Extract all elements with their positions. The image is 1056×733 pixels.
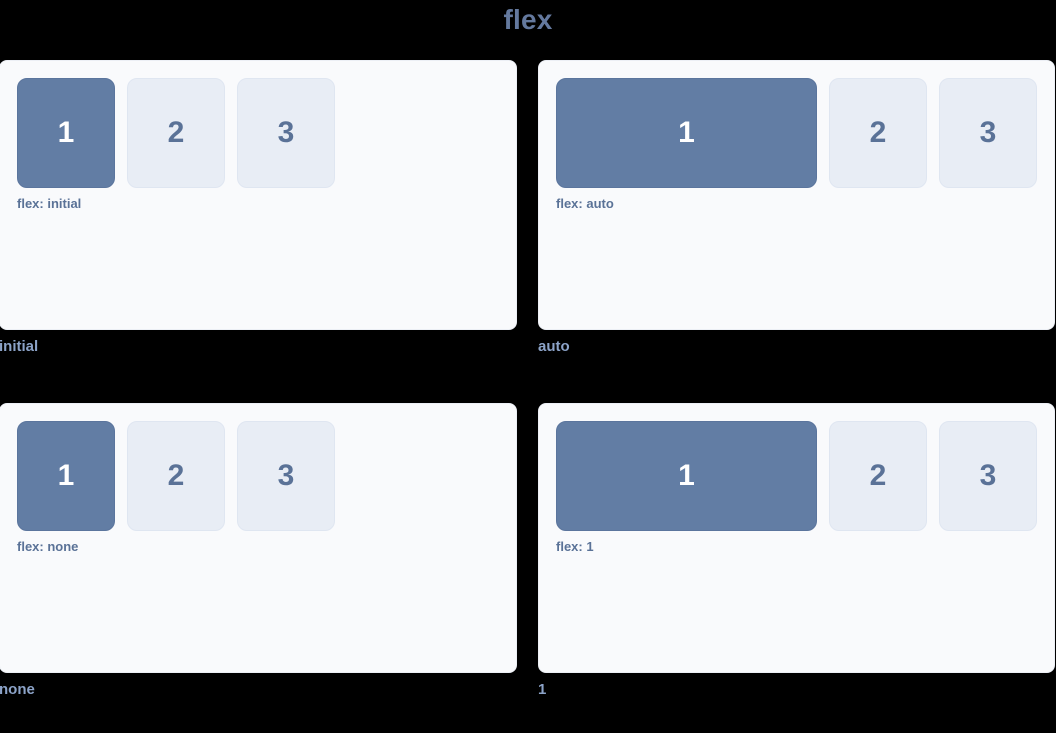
flex-value-label: flex: auto <box>556 196 614 211</box>
flex-item-3: 3 <box>237 78 335 188</box>
flex-item-3: 3 <box>939 78 1037 188</box>
flex-item-2: 2 <box>127 421 225 531</box>
flex-value-label: flex: 1 <box>556 539 594 554</box>
demo-panel-inner: 1 2 3 flex: none <box>0 421 516 555</box>
page-title: flex <box>503 4 553 35</box>
demo-cell-initial: 1 2 3 flex: initial initial <box>0 60 517 358</box>
demo-caption-none: none <box>0 681 35 698</box>
demo-row-bottom: 1 2 3 flex: none none 1 2 3 <box>0 403 1056 701</box>
flex-item-3: 3 <box>939 421 1037 531</box>
demo-panel-inner: 1 2 3 flex: initial <box>0 78 516 212</box>
demo-panel-initial: 1 2 3 flex: initial <box>0 60 517 330</box>
demo-grid: 1 2 3 flex: initial initial 1 2 <box>0 60 1056 701</box>
flex-container-one: 1 2 3 <box>556 421 1037 531</box>
demo-caption-one: 1 <box>538 681 547 698</box>
flex-value-label: flex: none <box>17 539 79 554</box>
flex-item-1: 1 <box>556 421 817 531</box>
demo-cell-auto: 1 2 3 flex: auto auto <box>538 60 1055 358</box>
flex-container-initial: 1 2 3 <box>17 78 499 188</box>
flex-item-1: 1 <box>17 78 115 188</box>
demo-cell-one: 1 2 3 flex: 1 1 <box>538 403 1055 701</box>
flex-item-3: 3 <box>237 421 335 531</box>
demo-cell-none: 1 2 3 flex: none none <box>0 403 517 701</box>
flex-container-none: 1 2 3 <box>17 421 499 531</box>
flex-item-2: 2 <box>829 78 927 188</box>
demo-panel-inner: 1 2 3 flex: auto <box>539 78 1054 212</box>
flex-item-2: 2 <box>829 421 927 531</box>
flex-item-2: 2 <box>127 78 225 188</box>
flex-item-1: 1 <box>17 421 115 531</box>
demo-caption-auto: auto <box>538 338 570 355</box>
flex-value-label: flex: initial <box>17 196 82 211</box>
demo-panel-none: 1 2 3 flex: none <box>0 403 517 673</box>
flex-container-auto: 1 2 3 <box>556 78 1037 188</box>
demo-panel-inner: 1 2 3 flex: 1 <box>539 421 1054 555</box>
demo-panel-one: 1 2 3 flex: 1 <box>538 403 1055 673</box>
demo-panel-auto: 1 2 3 flex: auto <box>538 60 1055 330</box>
demo-row-top: 1 2 3 flex: initial initial 1 2 <box>0 60 1056 358</box>
flex-item-1: 1 <box>556 78 817 188</box>
demo-caption-initial: initial <box>0 338 39 355</box>
